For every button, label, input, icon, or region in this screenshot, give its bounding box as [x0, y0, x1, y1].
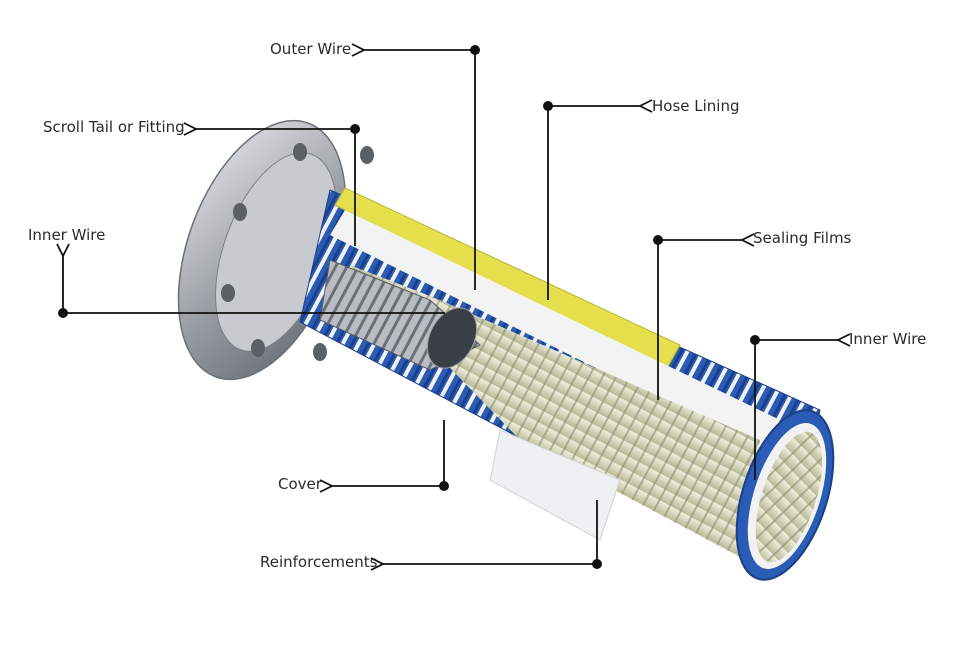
leader-cover: [332, 420, 445, 486]
hose-body: [299, 187, 835, 581]
label-inner-wire-right: Inner Wire: [849, 330, 927, 348]
flange-bolt-holes: [221, 143, 374, 361]
leader-dots: [58, 45, 760, 569]
leader-hose-lining: [547, 106, 640, 300]
label-cover: Cover: [278, 475, 322, 493]
label-inner-wire-left: Inner Wire: [28, 226, 106, 244]
reinforcement-fabric: [489, 429, 621, 541]
label-reinforcements: Reinforcements: [260, 553, 378, 571]
label-scroll-tail: Scroll Tail or Fitting: [43, 118, 185, 136]
label-hose-lining: Hose Lining: [652, 97, 740, 115]
label-sealing-films: Sealing Films: [753, 229, 852, 247]
label-outer-wire: Outer Wire: [270, 40, 352, 58]
